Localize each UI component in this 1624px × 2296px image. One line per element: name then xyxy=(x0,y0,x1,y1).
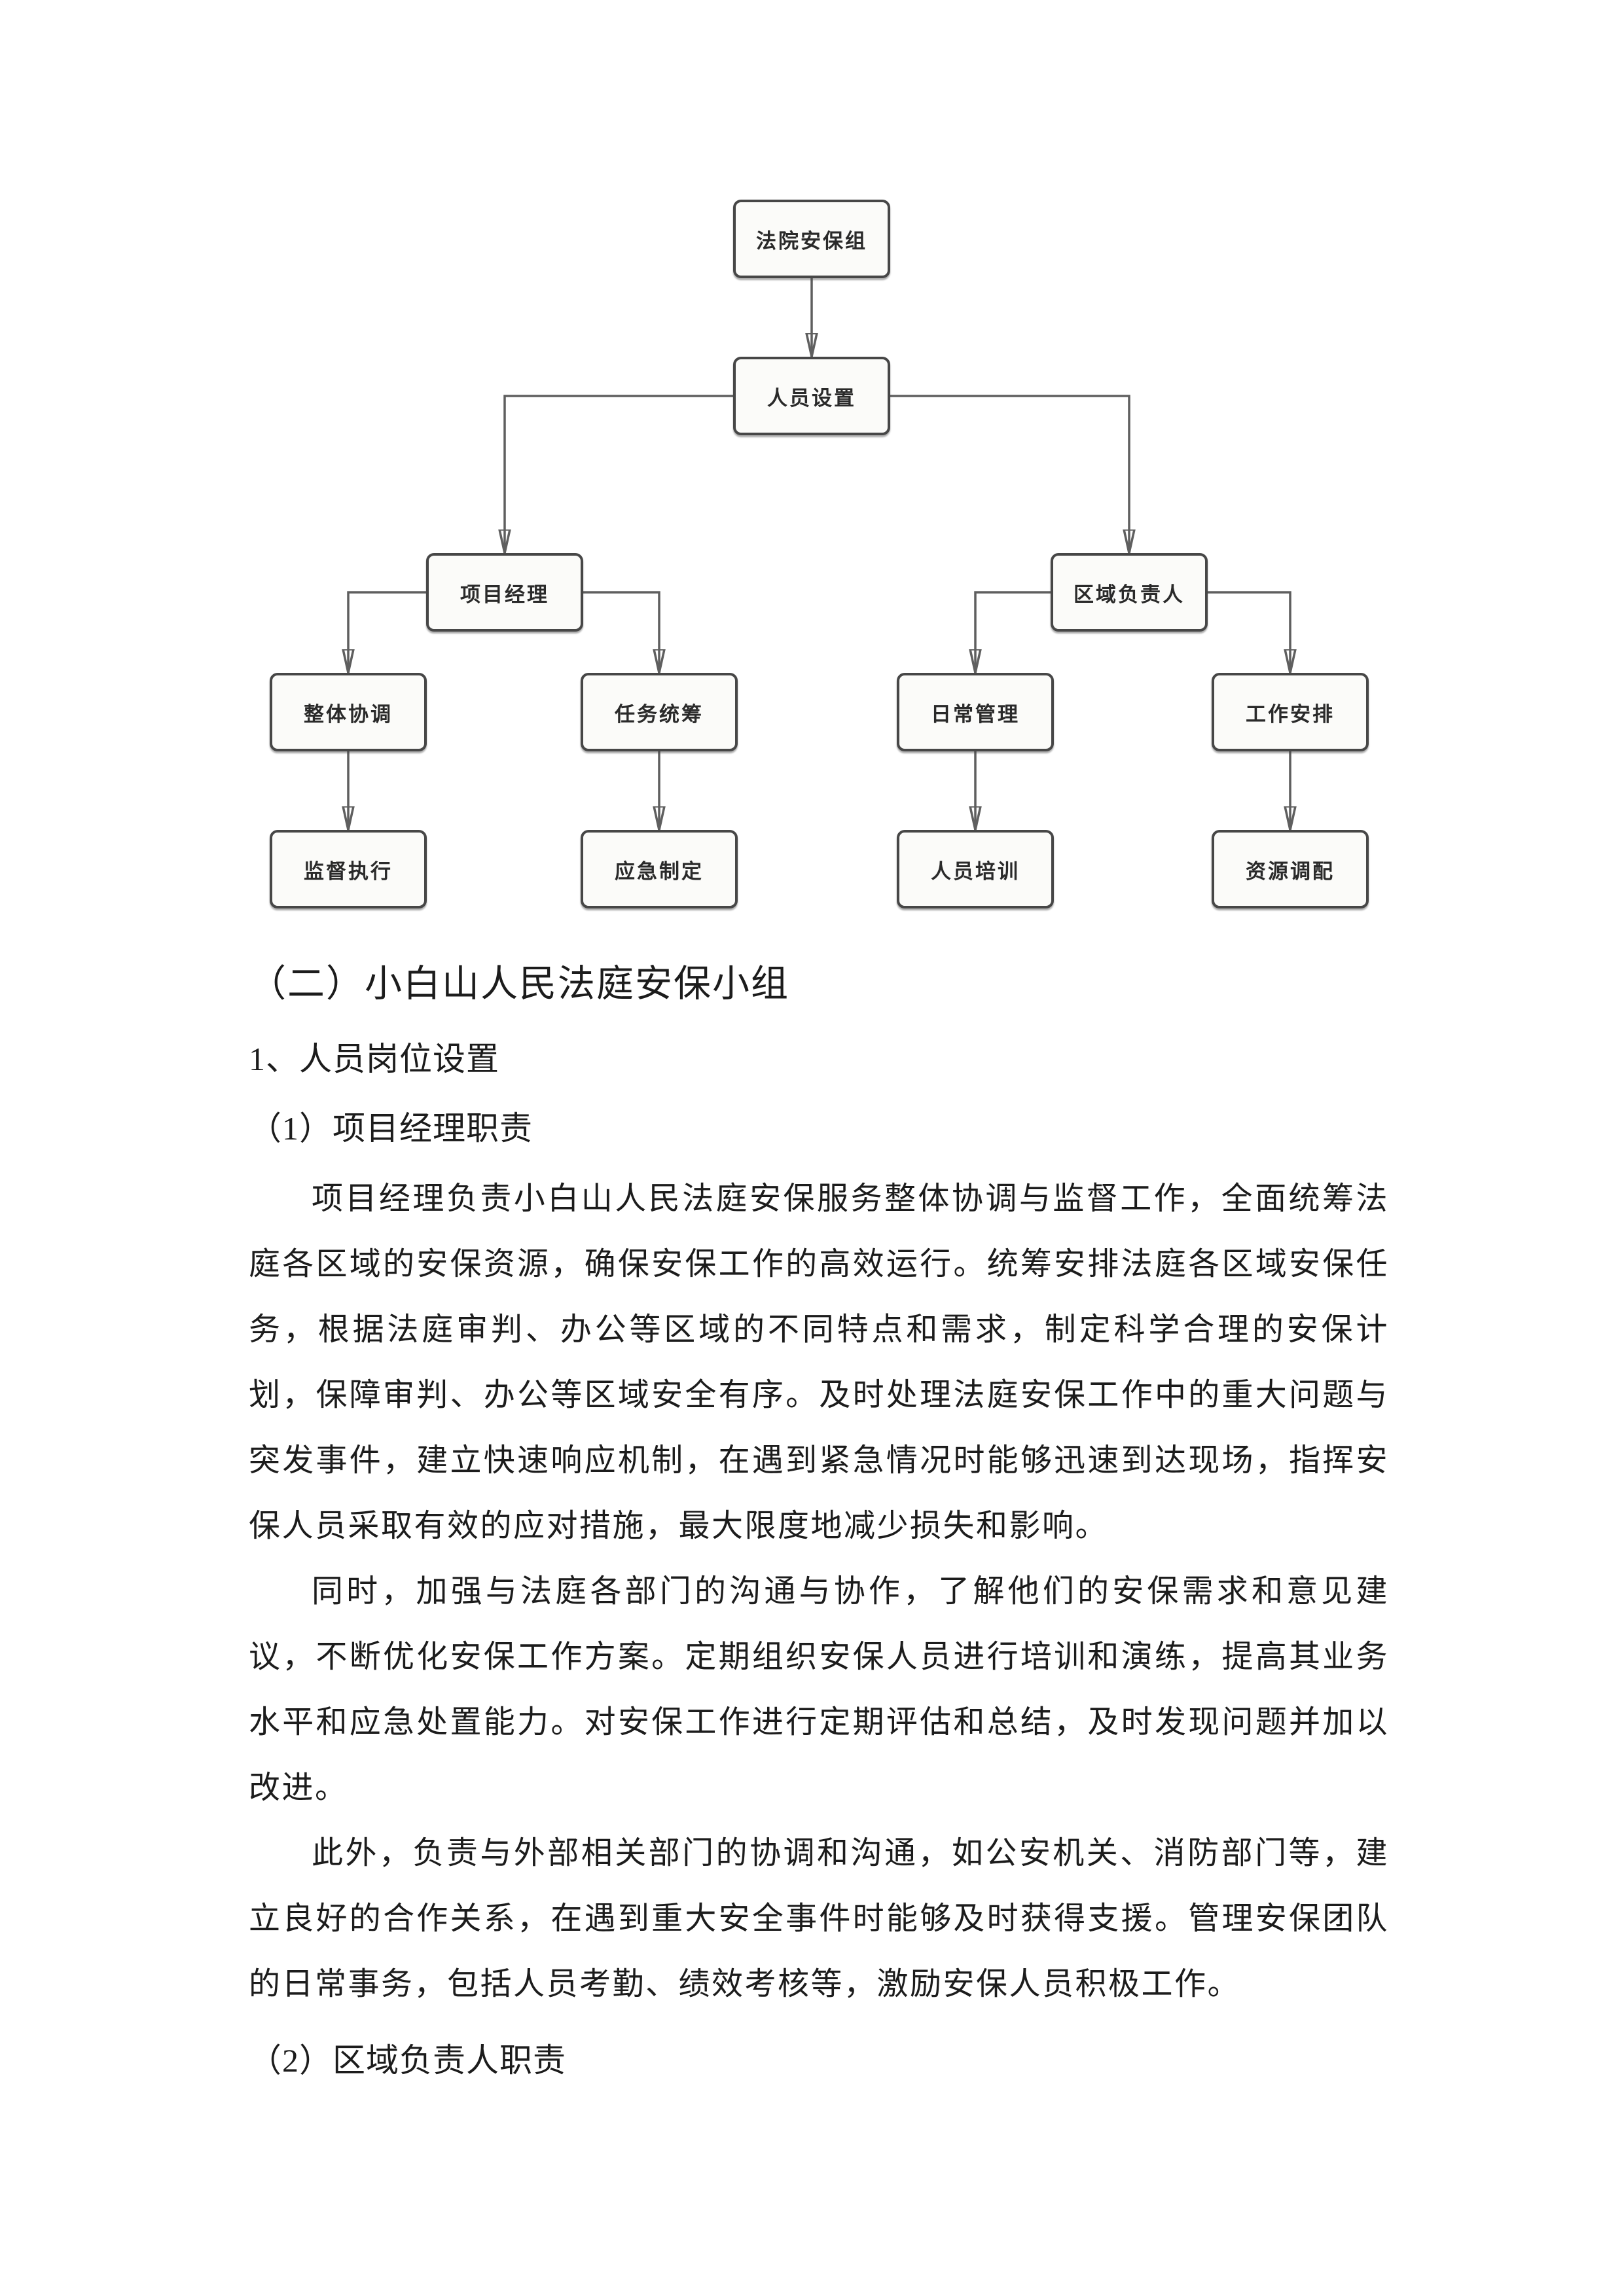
flowchart-node-resource-allocation: 资源调配 xyxy=(1212,830,1369,908)
flowchart-node-emergency-planning: 应急制定 xyxy=(581,830,738,908)
document-body: （二）小白山人民法庭安保小组 1、人员岗位设置 （1）项目经理职责 项目经理负责… xyxy=(249,957,1389,2084)
connector-lead-to-workarrange xyxy=(1208,591,1290,673)
node-label: 整体协调 xyxy=(304,702,393,726)
flowchart-connectors xyxy=(0,278,1624,830)
numbered-heading: 1、人员岗位设置 xyxy=(249,1041,499,1077)
flowchart-node-regional-lead: 区域负责人 xyxy=(1051,553,1208,632)
connector-pm-to-coordination xyxy=(348,591,426,673)
sub-heading-regional-lead-duties: （2）区域负责人职责 xyxy=(249,2042,566,2079)
node-label: 人员设置 xyxy=(767,386,856,410)
node-label: 项目经理 xyxy=(460,583,549,606)
flowchart-node-daily-management: 日常管理 xyxy=(897,673,1054,751)
node-label: 法院安保组 xyxy=(756,229,867,253)
paragraph-2: 同时，加强与法庭各部门的沟通与协作，了解他们的安保需求和意见建议，不断优化安保工… xyxy=(249,1574,1389,1805)
flowchart-node-task-planning: 任务统筹 xyxy=(581,673,738,751)
flowchart-node-overall-coordination: 整体协调 xyxy=(270,673,427,751)
node-label: 监督执行 xyxy=(304,859,393,883)
flowchart-node-staffing-setup: 人员设置 xyxy=(733,357,890,435)
paragraph-3: 此外，负责与外部相关部门的协调和沟通，如公安机关、消防部门等，建立良好的合作关系… xyxy=(249,1836,1389,2001)
node-label: 人员培训 xyxy=(931,859,1020,883)
flowchart-node-supervise-execution: 监督执行 xyxy=(270,830,427,908)
node-label: 应急制定 xyxy=(615,859,704,883)
connector-pm-to-taskplanning xyxy=(583,591,659,673)
connector-staffing-to-pm xyxy=(505,395,733,553)
connector-staffing-to-lead xyxy=(890,395,1129,553)
flowchart-node-project-manager: 项目经理 xyxy=(426,553,583,632)
section-heading: （二）小白山人民法庭安保小组 xyxy=(249,963,789,1005)
node-label: 任务统筹 xyxy=(615,702,704,726)
flowchart-node-work-arrangement: 工作安排 xyxy=(1212,673,1369,751)
node-label: 工作安排 xyxy=(1246,702,1335,726)
node-label: 区域负责人 xyxy=(1074,583,1185,606)
flowchart-node-personnel-training: 人员培训 xyxy=(897,830,1054,908)
paragraph-1: 项目经理负责小白山人民法庭安保服务整体协调与监督工作，全面统筹法庭各区域的安保资… xyxy=(249,1181,1389,1543)
connector-lead-to-dailymgmt xyxy=(975,591,1051,673)
node-label: 日常管理 xyxy=(931,702,1020,726)
flowchart-node-court-security-group: 法院安保组 xyxy=(733,200,890,278)
node-label: 资源调配 xyxy=(1246,859,1335,883)
org-flowchart: 法院安保组 人员设置 项目经理 区域负责人 整体协调 任务统筹 日常管理 工作安… xyxy=(0,0,1624,936)
sub-heading-project-manager-duties: （1）项目经理职责 xyxy=(249,1110,533,1147)
